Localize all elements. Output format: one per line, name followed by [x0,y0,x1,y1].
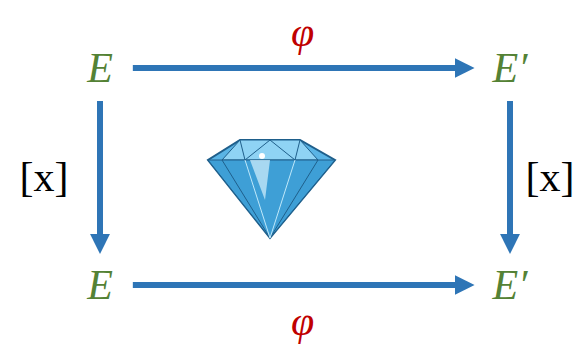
gem-facet [240,140,300,160]
gem-highlight [250,160,270,200]
curve-name: E′ [493,45,528,91]
curve-name: E [87,45,113,91]
curve-node: E [67,252,133,318]
curve-name: E′ [493,262,528,308]
curve-node: E′ [473,252,548,318]
curve-node: E′ [473,35,548,101]
arrow-connector [133,65,463,71]
multiplication-label: [x] [18,153,71,199]
gem-outline [208,140,335,238]
gem-pavilion [208,160,335,238]
multiplication-label: [x] [524,153,577,199]
arrow-connector [97,101,103,242]
gem-table [222,140,318,160]
morphism-label: φ [289,9,316,55]
gem-facet [222,160,318,238]
curve-name: E [87,262,113,308]
arrow-connector [507,101,513,242]
diamond-gem [208,140,335,238]
gem-sparkle [259,153,265,159]
morphism-label: φ [289,298,316,344]
arrow-connector [133,282,463,288]
gem-facet [245,160,295,238]
curve-node: E [67,35,133,101]
